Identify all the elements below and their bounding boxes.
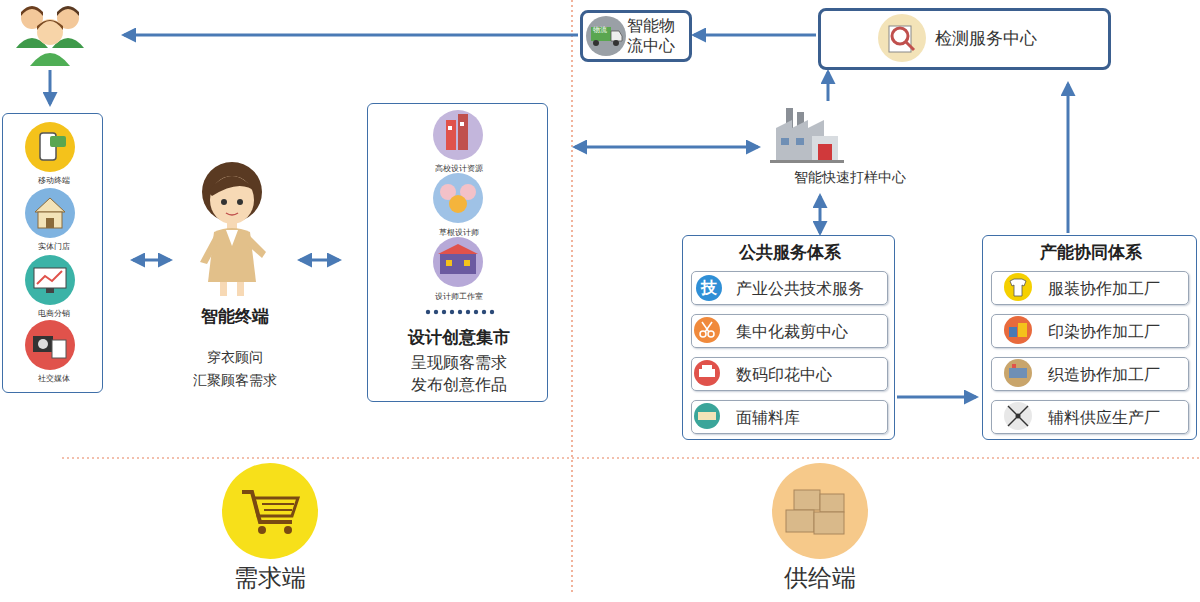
node-title: 设计创意集市 [368,327,549,348]
service-item: 集中化裁剪中心 [691,314,888,348]
capacity-panel: 产能协同体系服装协作加工厂印染协作加工厂织造协作加工厂辅料供应生产厂 [982,235,1197,440]
node-text: 数码印花中心 [736,365,832,385]
node-text: 电商分销 [3,308,104,318]
inspection-box: 检测服务中心 [818,8,1111,70]
node-text: 移动终端 [3,175,104,185]
customer-icon [16,6,84,66]
advisor-figure [200,162,266,296]
flow-arrow [49,70,52,104]
public-service-panel: 公共服务体系技产业公共技术服务集中化裁剪中心数码印花中心面辅料库 [682,235,895,440]
flow-arrow [575,146,758,149]
flow-arrow [124,34,578,37]
node-text: 穿衣顾问 汇聚顾客需求 [180,346,290,392]
flow-arrow [1067,84,1070,233]
factory-item: 服装协作加工厂 [991,271,1189,305]
divider-line [62,457,1200,458]
flow-arrow [300,259,339,262]
logistics-box: 智能物流中心 [580,10,692,62]
node-text: 社交媒体 [3,373,104,383]
section-label: 供给端 [775,562,865,594]
smart-terminal: 智能终端穿衣顾问 汇聚顾客需求 [172,160,298,392]
inspection-icon [878,14,926,62]
channel-panel: 移动终端实体门店电商分销社交媒体 [2,113,103,393]
node-text: 印染协作加工厂 [1048,322,1160,342]
node-text: 智能物流中心 [627,16,683,56]
flow-arrow [133,259,170,262]
service-icons [694,317,720,429]
service-item: 技产业公共技术服务 [691,271,888,305]
design-market-panel: 高校设计资源草根设计师设计师工作室设计创意集市呈现顾客需求 发布创意作品 [367,103,548,402]
service-item: 面辅料库 [691,400,888,434]
node-text: 服装协作加工厂 [1048,279,1160,299]
sampling-center: 智能快速打样中心 [762,103,938,192]
box-emblem [772,463,868,559]
node-text: 实体门店 [3,241,104,251]
node-title: 公共服务体系 [683,242,896,263]
node-title: 产能协同体系 [983,242,1198,263]
flow-arrow [897,396,976,399]
node-text: 呈现顾客需求 发布创意作品 [398,352,519,396]
icon-label: 物流 [593,25,607,35]
factory-icon [770,108,844,163]
node-text: 草根设计师 [368,227,549,237]
node-text: 辅料供应生产厂 [1048,408,1160,428]
flow-arrow [827,72,830,101]
factory-icons [1004,273,1032,430]
node-text: 检测服务中心 [935,28,1037,49]
design-icons [426,110,494,314]
section-label: 需求端 [225,562,315,594]
node-text: 高校设计资源 [368,163,549,173]
factory-item: 织造协作加工厂 [991,357,1189,391]
truck-icon [586,16,626,56]
divider-line [571,0,572,592]
factory-item: 辅料供应生产厂 [991,400,1189,434]
node-text: 面辅料库 [736,408,800,428]
node-text: 产业公共技术服务 [736,279,864,299]
node-title: 智能终端 [172,306,298,327]
factory-item: 印染协作加工厂 [991,314,1189,348]
node-text: 织造协作加工厂 [1048,365,1160,385]
flow-arrow [694,34,816,37]
node-text: 设计师工作室 [368,291,549,301]
flow-arrow [819,196,822,233]
cart-emblem [222,463,318,559]
node-text: 智能快速打样中心 [762,168,938,186]
icon-glyph: 技 [696,275,722,301]
node-text: 集中化裁剪中心 [736,322,848,342]
service-item: 数码印花中心 [691,357,888,391]
